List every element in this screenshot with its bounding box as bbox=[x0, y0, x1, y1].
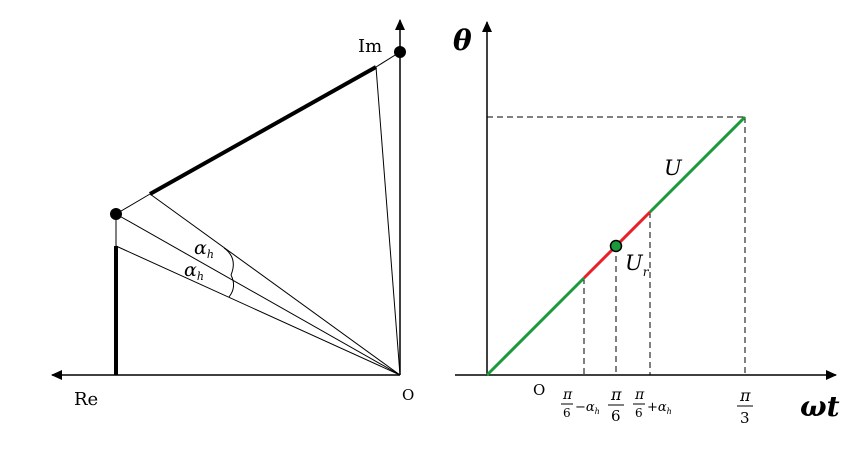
right-theta-plot: θ ωt O U Ur π 6 −αh π 6 π 6 +αh π 3 bbox=[453, 21, 840, 427]
tick-num: π bbox=[634, 387, 645, 403]
theta-line-lower-green bbox=[485, 276, 586, 377]
left-phasor-diagram: Re Im O αh αh bbox=[51, 19, 414, 410]
angle-arc-lower bbox=[228, 274, 235, 298]
tick-num: π bbox=[610, 385, 622, 404]
u-line-label: U bbox=[664, 156, 683, 180]
ray-to-im-point bbox=[375, 66, 401, 376]
point-on-im-axis bbox=[394, 46, 406, 58]
tick-suffix: −αh bbox=[575, 400, 600, 416]
right-origin-label: O bbox=[533, 381, 545, 399]
thick-locus-segment bbox=[149, 65, 377, 196]
ur-point-label: Ur bbox=[625, 251, 650, 279]
tick-label-pi-3: π 3 bbox=[737, 386, 753, 427]
tick-den: 6 bbox=[611, 407, 621, 425]
tick-den: 3 bbox=[740, 409, 750, 427]
theta-line-upper-green bbox=[648, 115, 747, 214]
dashed-guides bbox=[487, 116, 746, 375]
tick-num: π bbox=[739, 386, 751, 405]
tick-num: π bbox=[562, 387, 573, 403]
tick-suffix: +αh bbox=[647, 400, 672, 416]
tick-den: 6 bbox=[635, 406, 643, 420]
ray-lower-left bbox=[115, 245, 401, 376]
angle-arc-upper bbox=[223, 247, 234, 276]
point-left bbox=[110, 208, 122, 220]
re-axis-label: Re bbox=[74, 389, 98, 410]
tick-label-pi-6: π 6 bbox=[608, 385, 624, 425]
im-axis-label: Im bbox=[358, 36, 382, 57]
ray-upper-left bbox=[149, 193, 401, 376]
tick-den: 6 bbox=[563, 406, 571, 420]
tick-label-pi-6-minus-alpha: π 6 −αh bbox=[561, 387, 600, 420]
left-origin-label: O bbox=[402, 386, 414, 404]
angle-label-upper: αh bbox=[194, 237, 214, 261]
angle-label-lower: αh bbox=[184, 259, 204, 283]
tick-label-pi-6-plus-alpha: π 6 +αh bbox=[633, 387, 672, 420]
ray-to-left-point bbox=[115, 213, 401, 376]
ur-point bbox=[609, 239, 623, 253]
omega-t-axis-label: ωt bbox=[800, 390, 840, 423]
connector-left-upper bbox=[115, 193, 151, 215]
theta-axis-label: θ bbox=[453, 24, 472, 57]
